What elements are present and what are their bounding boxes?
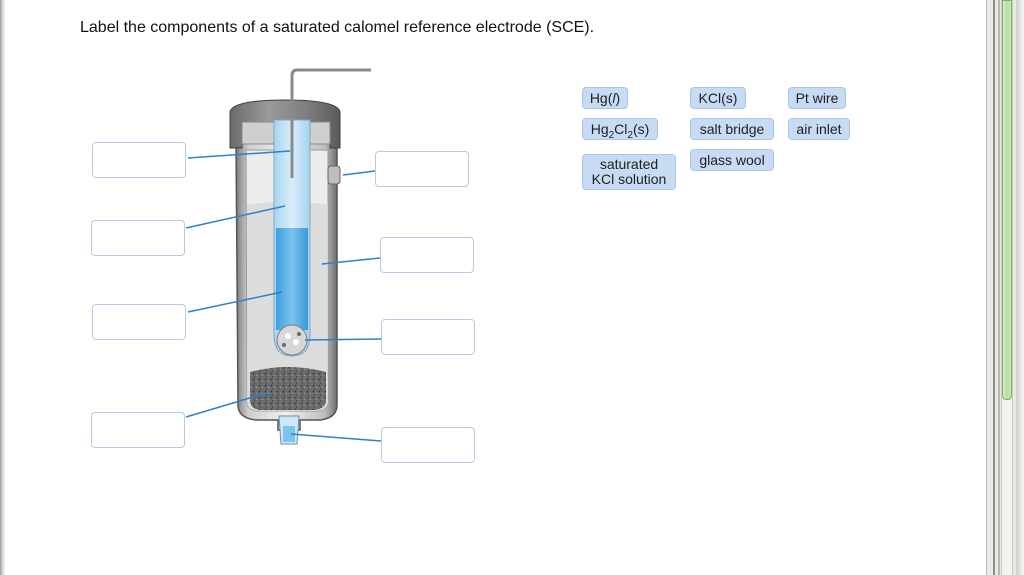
- chip-kcl-solid[interactable]: KCl(s): [690, 87, 746, 109]
- drop-target-right-2[interactable]: [380, 237, 474, 273]
- chip-hg-close: ): [615, 90, 621, 106]
- chip-air-inlet[interactable]: air inlet: [788, 118, 850, 140]
- chip-saturated-line2: KCl solution: [591, 171, 667, 187]
- chip-kcl-text: KCl(s): [698, 90, 738, 106]
- chip-glass-wool[interactable]: glass wool: [690, 149, 774, 171]
- chip-calomel-cl: Cl: [614, 121, 628, 137]
- window-right-edge: [1016, 0, 1024, 575]
- inner-tube: [273, 119, 311, 357]
- chip-calomel-sub1: 2: [608, 129, 615, 141]
- scrollbar-thumb[interactable]: [1002, 0, 1012, 400]
- kcl-solid-deposit: [250, 367, 326, 410]
- chip-calomel-state: (s): [632, 121, 650, 137]
- drop-target-right-1[interactable]: [375, 151, 469, 187]
- chip-saturated-kcl[interactable]: saturated KCl solution: [582, 154, 676, 190]
- chip-saturated-line1: saturated: [599, 156, 659, 172]
- drop-target-left-4[interactable]: [91, 412, 185, 448]
- chip-pt-text: Pt wire: [795, 90, 839, 106]
- drop-target-left-3[interactable]: [92, 304, 186, 340]
- chip-air-inlet-text: air inlet: [796, 121, 842, 137]
- chip-glass-wool-text: glass wool: [699, 152, 765, 168]
- chip-salt-bridge[interactable]: salt bridge: [690, 118, 774, 140]
- drop-target-left-1[interactable]: [92, 142, 186, 178]
- window-left-border: [0, 0, 5, 575]
- chip-hg-text: Hg(: [589, 90, 613, 106]
- chip-hg-liquid[interactable]: Hg(l): [582, 87, 628, 109]
- chip-calomel-hg: Hg: [590, 121, 609, 137]
- chip-salt-bridge-text: salt bridge: [699, 121, 765, 137]
- chip-hg-state: l: [612, 90, 616, 106]
- chip-calomel[interactable]: Hg2Cl2(s): [582, 118, 658, 140]
- frame-line: [998, 0, 1000, 575]
- chip-calomel-sub2: 2: [627, 129, 633, 141]
- pt-wire-shape: [290, 68, 371, 178]
- frame-line: [993, 0, 995, 575]
- sce-diagram: [185, 68, 382, 445]
- air-inlet-nub: [327, 165, 341, 185]
- leader-lines: [185, 150, 382, 442]
- chip-pt-wire[interactable]: Pt wire: [788, 87, 846, 109]
- salt-bridge-tip: [278, 415, 300, 445]
- drop-target-right-4[interactable]: [381, 427, 475, 463]
- question-text: Label the components of a saturated calo…: [80, 19, 595, 36]
- drop-target-right-3[interactable]: [381, 319, 475, 355]
- drop-target-left-2[interactable]: [91, 220, 185, 256]
